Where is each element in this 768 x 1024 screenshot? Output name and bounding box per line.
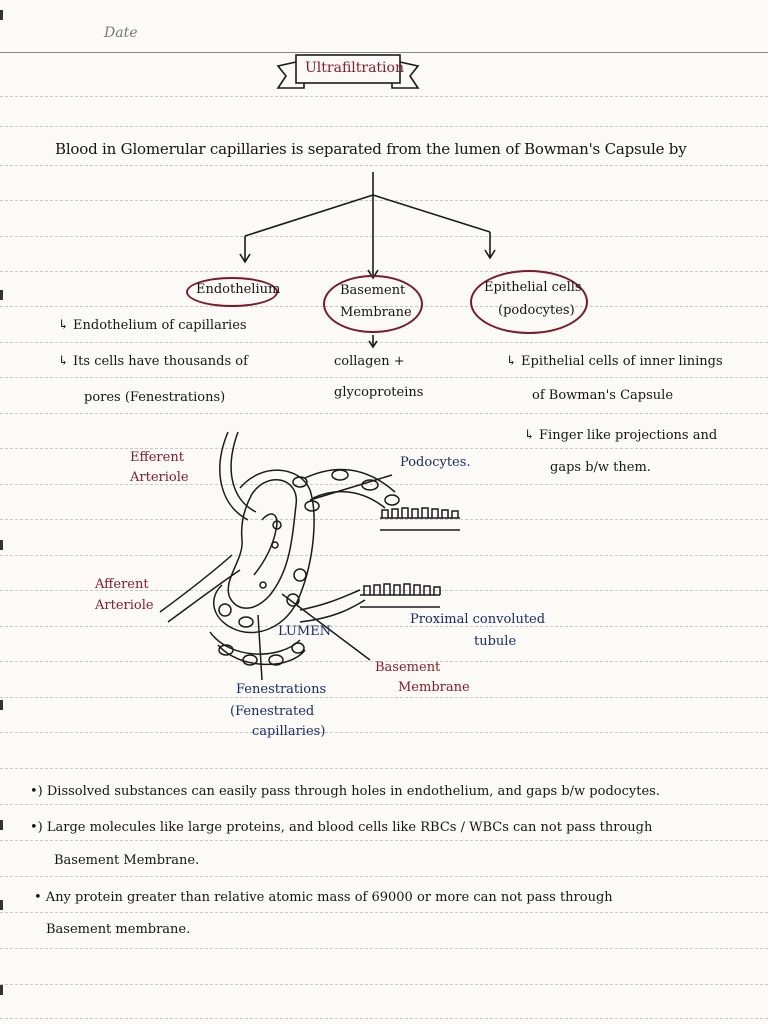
page-title: Ultrafiltration <box>305 60 404 76</box>
branch-arrows <box>239 172 496 349</box>
branch-heading-basement-line1: Basement <box>340 283 406 298</box>
ruled-line <box>0 912 768 913</box>
bullet-note: Basement Membrane. <box>54 853 200 868</box>
epithelial-note: ↳ Finger like projections and <box>524 428 718 443</box>
ruled-line <box>0 519 768 520</box>
label-podocytes: Podocytes. <box>400 455 471 470</box>
epithelial-oval <box>470 270 588 334</box>
label-basement-membrane: Membrane <box>398 680 470 695</box>
margin-mark <box>0 700 3 710</box>
ruled-line <box>0 200 768 201</box>
ruled-line <box>0 626 768 627</box>
margin-mark <box>0 290 3 300</box>
ruled-line <box>0 1018 768 1019</box>
bullet-note: Basement membrane. <box>46 922 191 937</box>
ruled-line <box>0 804 768 805</box>
endothelium-note: pores (Fenestrations) <box>84 390 226 405</box>
margin-mark <box>0 820 3 830</box>
label-pct: tubule <box>474 634 517 649</box>
bullet-note: • Any protein greater than relative atom… <box>34 890 613 905</box>
branch-heading-epithelial-line2: (podocytes) <box>498 303 575 318</box>
basement-note: glycoproteins <box>334 385 424 400</box>
ruled-line <box>0 96 768 97</box>
glomerulus-diagram <box>159 431 460 681</box>
title-banner <box>276 54 420 89</box>
label-afferent-arteriole: Arteriole <box>95 598 154 613</box>
ruled-line <box>0 876 768 877</box>
ruled-line <box>0 377 768 378</box>
basement-note: collagen + <box>334 354 405 369</box>
label-efferent-arteriole: Efferent <box>130 450 184 465</box>
date-label: Date <box>104 25 138 41</box>
ruled-line <box>0 948 768 949</box>
epithelial-note: of Bowman's Capsule <box>532 388 674 403</box>
branch-heading-endothelium: Endothelium <box>196 282 281 297</box>
margin-mark <box>0 900 3 910</box>
ruled-line <box>0 484 768 485</box>
label-fenestrations: (Fenestrated <box>230 704 315 719</box>
ruled-line <box>0 984 768 985</box>
ruled-line <box>0 413 768 414</box>
endothelium-note: ↳ Its cells have thousands of <box>58 354 248 369</box>
ruled-line <box>0 126 768 127</box>
ruled-line <box>0 448 768 449</box>
branch-heading-epithelial-line1: Epithelial cells <box>484 280 582 295</box>
label-afferent-arteriole: Afferent <box>95 577 149 592</box>
ruled-line <box>0 555 768 556</box>
margin-mark <box>0 540 3 550</box>
ruled-line <box>0 840 768 841</box>
label-lumen: LUMEN <box>278 624 332 639</box>
bullet-note: •) Large molecules like large proteins, … <box>30 820 653 835</box>
ruled-line <box>0 271 768 272</box>
endothelium-oval <box>186 277 278 307</box>
label-fenestrations: Fenestrations <box>236 682 327 697</box>
ruled-line <box>0 165 768 166</box>
ruled-line <box>0 697 768 698</box>
ruled-line <box>0 52 768 53</box>
branch-heading-basement-line2: Membrane <box>340 305 412 320</box>
epithelial-note: ↳ Epithelial cells of inner linings <box>506 354 723 369</box>
intro-sentence: Blood in Glomerular capillaries is separ… <box>55 140 687 158</box>
endothelium-note: ↳ Endothelium of capillaries <box>58 318 247 333</box>
ruled-line <box>0 768 768 769</box>
ruled-line <box>0 661 768 662</box>
margin-mark <box>0 10 3 20</box>
margin-mark <box>0 985 3 995</box>
basement-membrane-oval <box>323 275 423 333</box>
bullet-note: •) Dissolved substances can easily pass … <box>30 784 660 799</box>
label-basement-membrane: Basement <box>375 660 441 675</box>
label-pct: Proximal convoluted <box>410 612 546 627</box>
epithelial-note: gaps b/w them. <box>550 460 651 475</box>
label-fenestrations: capillaries) <box>252 724 326 739</box>
ruled-line <box>0 732 768 733</box>
ruled-line <box>0 236 768 237</box>
ruled-line <box>0 342 768 343</box>
label-efferent-arteriole: Arteriole <box>130 470 189 485</box>
